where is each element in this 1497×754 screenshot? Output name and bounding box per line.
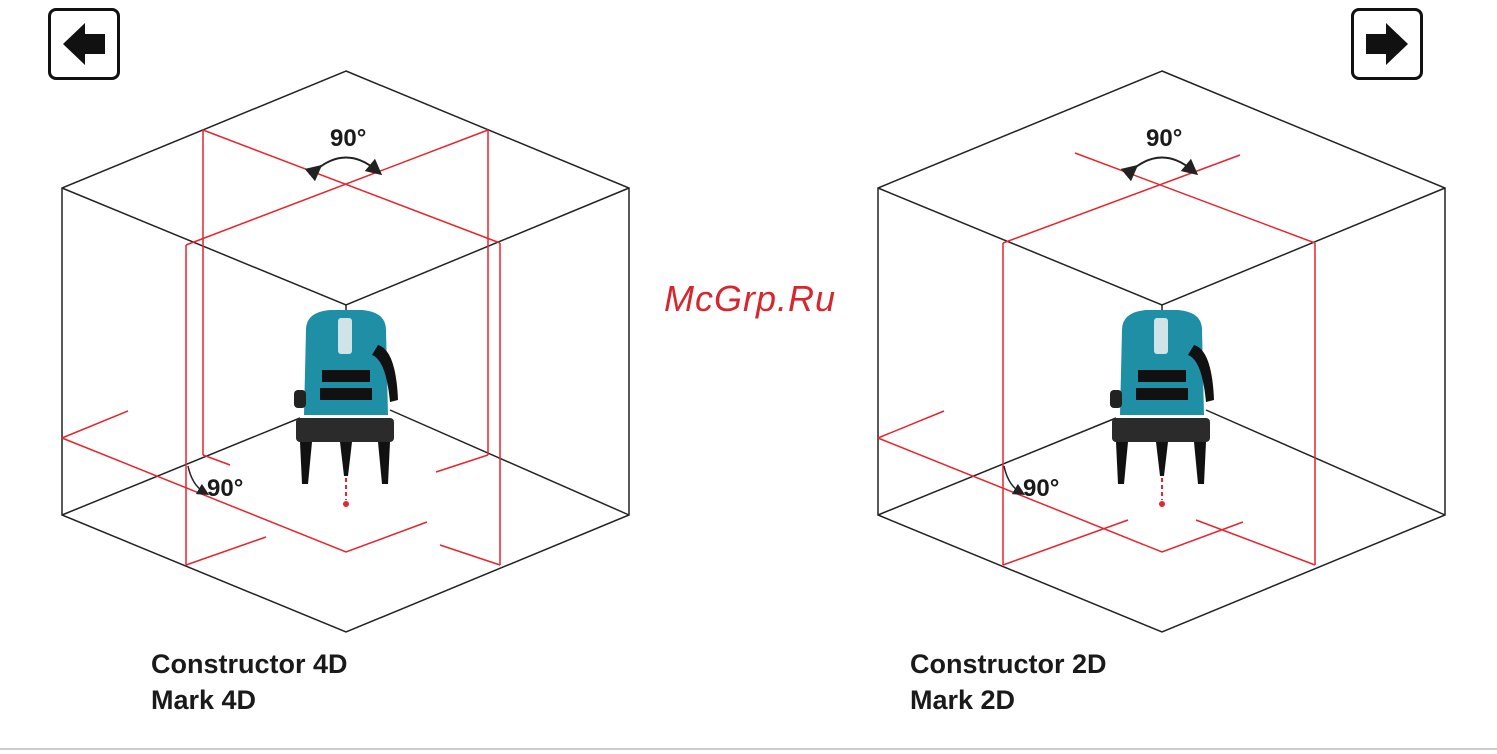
top-angle-label: 90° xyxy=(330,125,366,152)
top-angle-label: 90° xyxy=(1146,125,1182,152)
caption-line: Constructor 2D xyxy=(910,649,1107,679)
caption-4d: Constructor 4D Mark 4D xyxy=(151,646,348,718)
caption-line: Mark 2D xyxy=(910,685,1016,715)
laser-lines xyxy=(61,129,501,566)
diagram-2d: 90° 90° xyxy=(877,70,1446,633)
caption-line: Constructor 4D xyxy=(151,649,348,679)
floor-angle-label: 90° xyxy=(207,475,243,502)
caption-2d: Constructor 2D Mark 2D xyxy=(910,646,1107,718)
next-page-button[interactable] xyxy=(1351,8,1423,80)
diagram-4d: 90° 90° xyxy=(61,70,630,633)
arrow-right-icon xyxy=(1366,23,1408,65)
previous-page-button[interactable] xyxy=(48,8,120,80)
watermark: McGrp.Ru xyxy=(664,278,837,319)
arrow-left-icon xyxy=(63,23,105,65)
bottom-divider xyxy=(0,748,1497,750)
laser-lines xyxy=(877,152,1316,566)
floor-angle-label: 90° xyxy=(1023,475,1059,502)
caption-line: Mark 4D xyxy=(151,685,257,715)
